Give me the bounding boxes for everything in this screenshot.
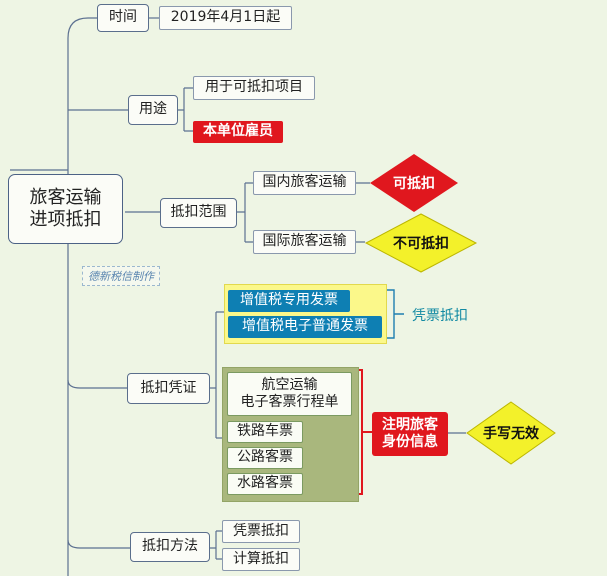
- ticket-bracket: [357, 369, 372, 495]
- branch-method: [67, 539, 130, 549]
- handwritten-invalid-label: 手写无效: [483, 425, 540, 442]
- root-line2: 进项抵扣: [29, 209, 102, 230]
- usage-children: [178, 87, 193, 132]
- non-deductible-label: 不可抵扣: [393, 235, 449, 252]
- scope-node[interactable]: 抵扣范围: [160, 198, 237, 228]
- scope-international[interactable]: 国际旅客运输: [253, 230, 356, 254]
- waterway-ticket[interactable]: 水路客票: [227, 473, 303, 495]
- usage-deductible-projects[interactable]: 用于可抵扣项目: [193, 76, 315, 100]
- trunk-line: [67, 17, 97, 576]
- usage-node[interactable]: 用途: [128, 95, 178, 125]
- scope-domestic[interactable]: 国内旅客运输: [253, 171, 356, 195]
- root-line1: 旅客运输: [29, 186, 102, 208]
- usage-employees[interactable]: 本单位雇员: [193, 121, 283, 143]
- air-itinerary[interactable]: 航空运输 电子客票行程单: [227, 372, 352, 416]
- branch-voucher: [67, 379, 127, 389]
- invoice-bracket: [386, 289, 404, 339]
- road-ticket[interactable]: 公路客票: [227, 447, 303, 469]
- non-deductible-diamond: [364, 213, 478, 273]
- air-line1: 航空运输: [261, 376, 318, 393]
- scope-children: [237, 182, 253, 243]
- method-calculated-deduction[interactable]: 计算抵扣: [222, 548, 300, 571]
- air-line2: 电子客票行程单: [240, 394, 339, 410]
- voucher-children: [210, 311, 224, 439]
- railway-ticket[interactable]: 铁路车票: [227, 421, 303, 443]
- root-node[interactable]: 旅客运输 进项抵扣: [8, 174, 123, 244]
- time-value[interactable]: 2019年4月1日起: [159, 6, 292, 30]
- vat-electronic-invoice[interactable]: 增值税电子普通发票: [228, 316, 382, 338]
- method-invoice-deduction[interactable]: 凭票抵扣: [222, 520, 300, 543]
- deductible-label: 可抵扣: [393, 175, 435, 192]
- voucher-node[interactable]: 抵扣凭证: [127, 373, 210, 404]
- method-node[interactable]: 抵扣方法: [130, 532, 210, 562]
- note-line1: 注明旅客: [382, 416, 438, 433]
- note-line2: 身份信息: [382, 434, 438, 450]
- vat-special-invoice[interactable]: 增值税专用发票: [228, 290, 350, 312]
- passenger-id-note[interactable]: 注明旅客 身份信息: [372, 412, 448, 456]
- invoice-group-label: 凭票抵扣: [412, 308, 468, 324]
- time-node[interactable]: 时间: [97, 4, 149, 32]
- method-children: [210, 530, 222, 560]
- deductible-diamond: [370, 154, 458, 212]
- handwritten-invalid-diamond: [466, 401, 556, 465]
- author-credit: 德新税信制作: [82, 266, 160, 286]
